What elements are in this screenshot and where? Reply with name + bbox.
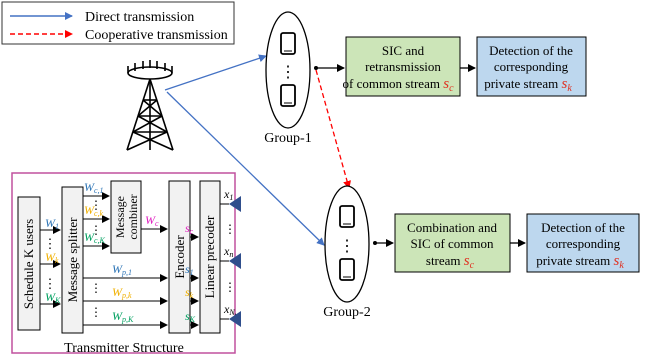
group1-sic-rect [345, 36, 461, 97]
s1-label: s1 [185, 262, 194, 277]
private-input-ellipsis: ⋮ [90, 281, 102, 295]
wc1-label: Wc,1 [84, 180, 104, 195]
group1-det-line3: private stream sk [484, 76, 572, 94]
antenna-ellipsis: ⋮ [224, 280, 236, 294]
legend-direct-label: Direct transmission [85, 10, 194, 25]
phone-icon [280, 84, 296, 107]
group1-label: Group-1 [264, 131, 311, 146]
phone-icon [280, 32, 296, 55]
antenna-ellipsis: ⋮ [224, 222, 236, 236]
transmitter-title: Transmitter Structure [64, 341, 184, 356]
private-input-ellipsis: ⋮ [90, 305, 102, 319]
legend-box [1, 1, 235, 45]
phone-icon [339, 205, 355, 228]
wc-label: Wc [145, 213, 159, 228]
w1-label: W1 [45, 216, 59, 231]
phone-icon [339, 258, 355, 281]
group2-detection-rect [526, 213, 640, 273]
base-station-icon [126, 60, 174, 151]
group1-det-line1: Detection of the [489, 43, 573, 58]
sk-label: sk [185, 285, 194, 300]
encoder-label: Encoder [172, 235, 187, 279]
group1-ellipse [265, 11, 311, 129]
group1-ellipsis: ⋮ [280, 64, 296, 81]
antenna-icon [229, 311, 241, 327]
splitter-block [61, 186, 84, 334]
group2-det-line3: private stream sk [536, 253, 624, 271]
group2-comb-line1: Combination and [407, 220, 497, 235]
group1-sic-line1: SIC and [382, 43, 425, 58]
group2: ⋮ Group-2 [323, 185, 371, 320]
wK-label: WK [45, 290, 61, 305]
direct-arrow-group2 [166, 91, 325, 246]
wp1-label: Wp,1 [112, 262, 132, 277]
group2-det-line2: corresponding [546, 236, 621, 251]
antenna-icon [229, 253, 241, 269]
wpK-label: Wp,K [112, 309, 134, 324]
splitter-input-ellipsis: ⋮ [44, 276, 57, 291]
group2-comb-line3: stream sc [426, 253, 475, 271]
group1: ⋮ Group-1 [264, 11, 312, 146]
combiner-label-1: Message [113, 196, 127, 238]
group2-label: Group-2 [323, 305, 370, 320]
sK-label: sK [185, 309, 196, 324]
combiner-input-ellipsis: ⋮ [90, 223, 102, 237]
legend: Direct transmission Cooperative transmis… [1, 1, 235, 45]
group2-ellipsis: ⋮ [339, 238, 355, 255]
combiner-block [110, 180, 142, 254]
precoder-block [199, 180, 221, 334]
group2-combination-box: Combination and SIC of common stream sc [394, 213, 511, 273]
wcK-label: Wc,K [84, 230, 106, 245]
legend-cooperative-label: Cooperative transmission [85, 28, 228, 43]
group1-detection-box: Detection of the corresponding private s… [476, 36, 587, 97]
group1-det-line2: corresponding [494, 59, 569, 74]
encoder-block [168, 180, 191, 334]
combiner-input-ellipsis: ⋮ [90, 198, 102, 212]
group2-combination-rect [394, 213, 511, 273]
wck-label: Wc,k [84, 203, 104, 218]
wpk-label: Wp,k [112, 285, 132, 300]
group2-ellipse [324, 185, 370, 303]
antenna-icon [229, 196, 241, 212]
splitter-input-ellipsis: ⋮ [44, 236, 57, 251]
cooperative-arrow [315, 69, 351, 189]
group1-detection-rect [476, 36, 587, 97]
transmitter-structure: Schedule K users Message splitter Messag… [11, 172, 241, 356]
direct-arrow-group1 [164, 54, 267, 91]
wk-label: Wk [45, 250, 59, 265]
group1-sic-box: SIC and retransmission of common stream … [342, 36, 461, 97]
combiner-label-2: combiner [126, 194, 140, 239]
schedule-label: Schedule K users [21, 219, 36, 309]
xn-label: xn [223, 244, 233, 259]
group1-sic-line2: retransmission [365, 59, 441, 74]
precoder-label: Linear precoder [202, 215, 217, 298]
group2-det-line1: Detection of the [541, 220, 625, 235]
sc-label: sc [185, 221, 194, 236]
group2-comb-line2: SIC of common [410, 236, 494, 251]
group2-detection-box: Detection of the corresponding private s… [526, 213, 640, 273]
group1-sic-line3: of common stream sc [342, 76, 454, 94]
x1-label: x1 [223, 187, 233, 202]
splitter-label: Message splitter [65, 217, 80, 303]
